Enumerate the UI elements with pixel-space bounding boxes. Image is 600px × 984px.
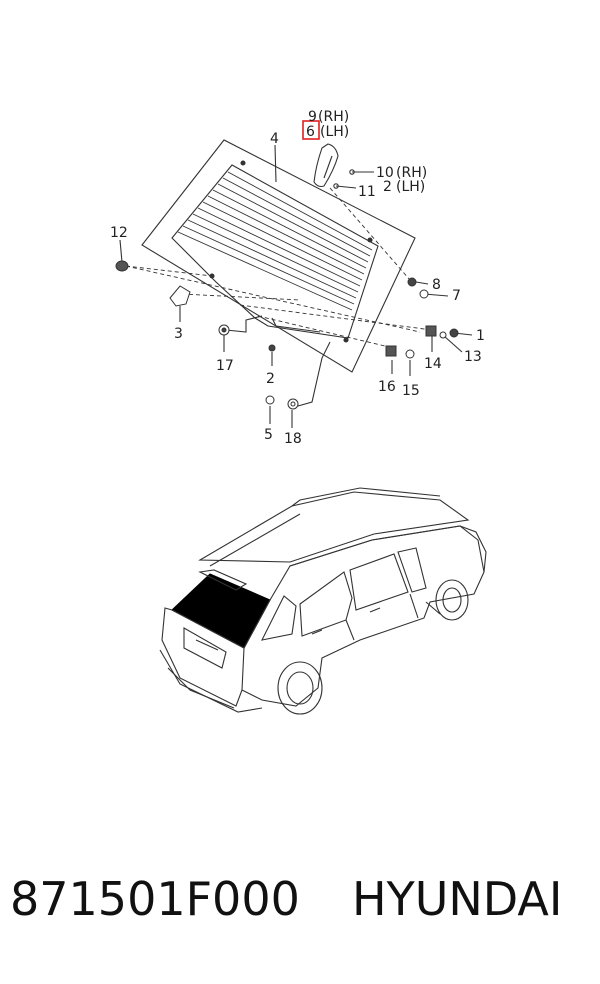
label-15: 15: [402, 383, 420, 399]
label-1: 1: [476, 328, 485, 344]
label-7: 7: [452, 288, 461, 304]
label-2: 2: [266, 371, 275, 387]
highlight-box: [302, 120, 320, 140]
label-17: 17: [216, 358, 234, 374]
label-10: 10: [376, 165, 394, 181]
caption: 871501F000 HYUNDAI: [0, 872, 600, 952]
label-14: 14: [424, 356, 442, 372]
label-6-lh: (LH): [320, 124, 349, 140]
brand-name: HYUNDAI: [352, 872, 563, 926]
label-5: 5: [264, 427, 273, 443]
parts-diagram: 9 (RH) 6 (LH) 4 10 (RH) 2 (LH) 11 12 8 7…: [110, 109, 487, 715]
wiper-bracket: [313, 143, 339, 188]
label-2-lh-text: (LH): [396, 179, 425, 195]
label-4: 4: [270, 131, 279, 147]
label-18: 18: [284, 431, 302, 447]
label-8: 8: [432, 277, 441, 293]
highlighted-rear-glass: [171, 573, 271, 649]
label-2-lh: 2: [383, 179, 392, 195]
defroster-grid: [177, 171, 373, 311]
label-3: 3: [174, 326, 183, 342]
label-11: 11: [358, 184, 376, 200]
label-13: 13: [464, 349, 482, 365]
label-12: 12: [110, 225, 128, 241]
rear-glass-outline: [141, 139, 416, 373]
label-9: 9: [308, 109, 317, 125]
suv-illustration: [159, 487, 487, 715]
label-16: 16: [378, 379, 396, 395]
label-6: 6: [306, 124, 315, 140]
part-number: 871501F000: [10, 872, 300, 926]
label-9-rh: (RH): [318, 109, 349, 125]
label-10-rh: (RH): [396, 165, 427, 181]
